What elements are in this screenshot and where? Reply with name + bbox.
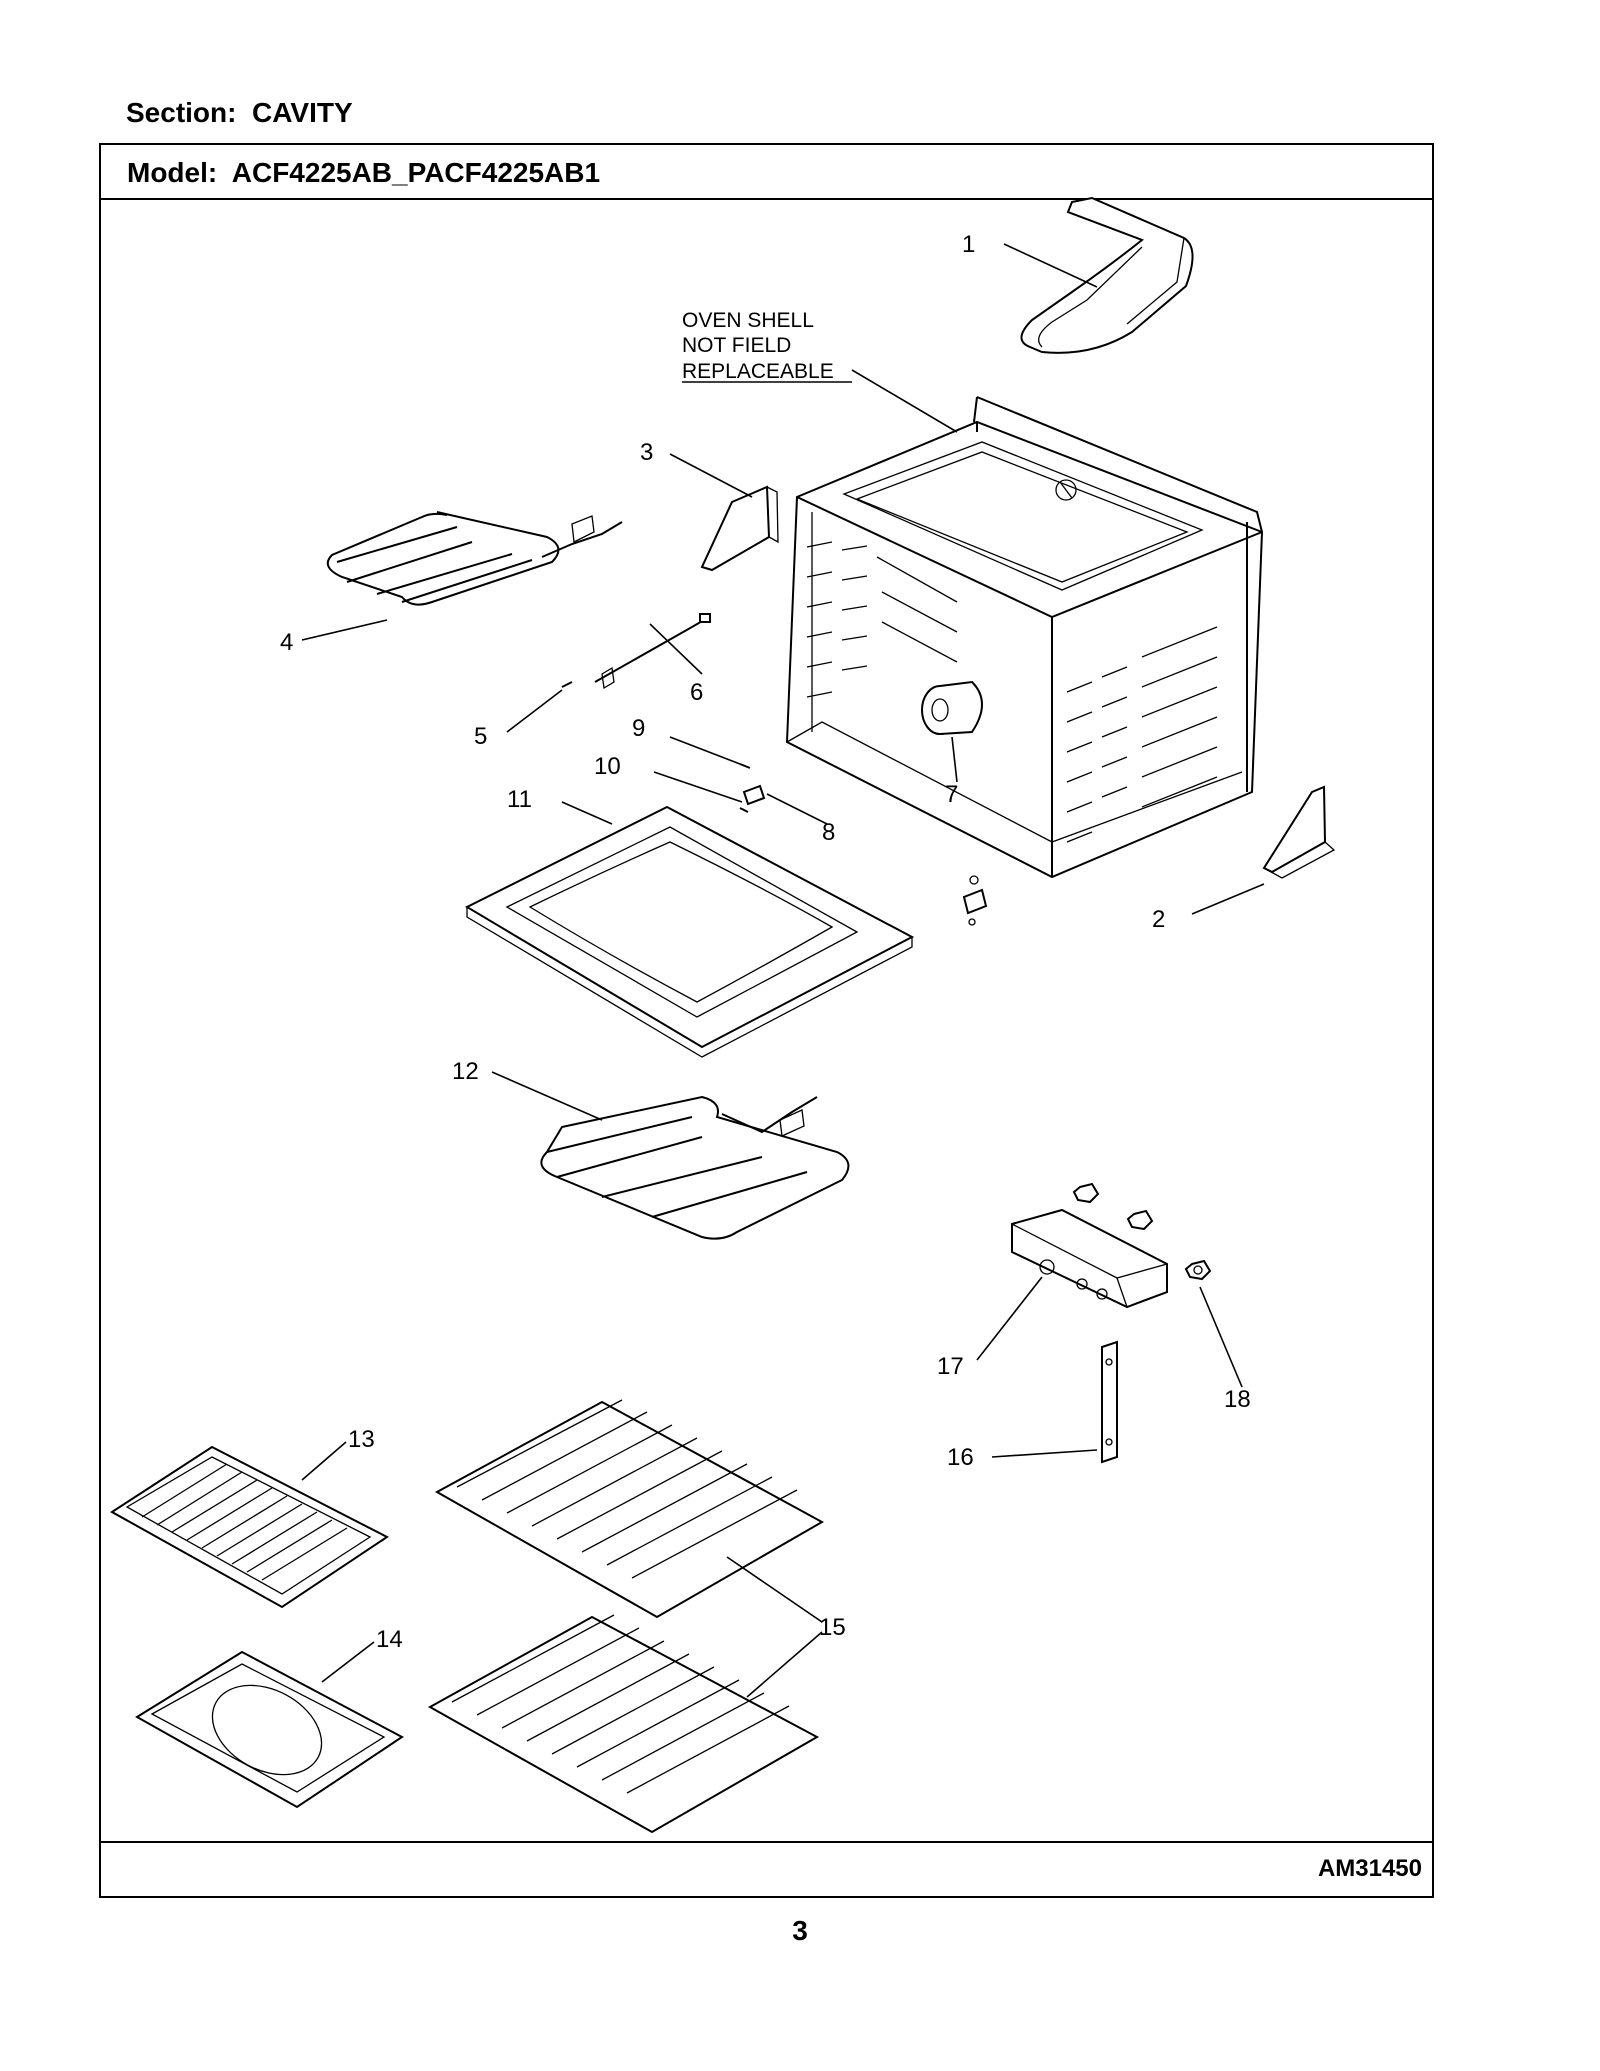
callout-5: 5	[474, 723, 487, 750]
part-15-oven-rack-upper	[434, 1399, 825, 1619]
note-line-1: OVEN SHELL	[682, 309, 814, 332]
note-line-3: REPLACEABLE	[682, 360, 834, 383]
part-15-oven-rack-lower	[427, 1614, 820, 1834]
part-3-bracket	[700, 485, 779, 572]
part-2-bracket	[1262, 785, 1336, 879]
callout-numbers: 1 2 3 4 5 6 7 8 9 10 11 12 13 14 15 16 1…	[280, 231, 1251, 1653]
callout-17: 17	[937, 1353, 964, 1380]
part-10-screw	[739, 807, 749, 813]
terminal-nuts	[1072, 1182, 1154, 1231]
callout-7: 7	[945, 781, 958, 808]
callout-2: 2	[1152, 906, 1165, 933]
part-17-terminal-block	[1011, 1208, 1168, 1309]
model-label: Model:	[127, 157, 218, 188]
callout-8: 8	[822, 819, 835, 846]
part-4-broil-element	[326, 511, 623, 606]
shell-left-slots	[806, 541, 958, 698]
section-title: Section: CAVITY	[126, 97, 353, 129]
page-number: 3	[792, 1915, 808, 1946]
note-line-2: NOT FIELD	[682, 334, 791, 357]
diagram-footer: AM31450	[101, 1841, 1432, 1896]
part-8-hinge-receptacle	[742, 784, 766, 806]
part-11-oven-bottom	[464, 805, 915, 1058]
lower-hinge-hardware	[962, 875, 988, 926]
callout-10: 10	[594, 753, 621, 780]
document-code: AM31450	[1317, 1855, 1422, 1882]
part-9-screw	[739, 763, 751, 769]
callout-12: 12	[452, 1058, 479, 1085]
part-14-broiler-pan	[135, 1650, 404, 1809]
callout-11: 11	[507, 786, 532, 813]
part-1-top-cover	[1020, 196, 1194, 354]
part-5-screw	[561, 681, 573, 688]
callout-14: 14	[376, 1626, 403, 1653]
callout-18: 18	[1224, 1386, 1251, 1413]
section-label: Section:	[126, 97, 237, 128]
model-header: Model: ACF4225AB_PACF4225AB1	[101, 145, 1432, 200]
callout-6: 6	[690, 679, 703, 706]
part-16-strap	[1101, 1340, 1118, 1464]
callout-9: 9	[632, 715, 645, 742]
callout-15: 15	[819, 1614, 846, 1641]
part-6-sensor	[594, 613, 711, 690]
leader-lines	[301, 243, 1265, 1698]
callout-13: 13	[348, 1426, 375, 1453]
callout-16: 16	[947, 1444, 974, 1471]
diagram-frame: Model: ACF4225AB_PACF4225AB1	[99, 143, 1434, 1898]
part-7-fan-motor	[921, 680, 983, 735]
callout-1: 1	[962, 231, 975, 258]
shell-right-slots	[1066, 626, 1218, 843]
oven-shell-note: OVEN SHELL NOT FIELD REPLACEABLE	[682, 309, 852, 383]
part-12-bake-element	[540, 1095, 850, 1240]
callout-3: 3	[640, 439, 653, 466]
part-13-broiler-grid	[110, 1445, 389, 1609]
exploded-parts-diagram: 1 2 3 4 5 6 7 8 9 10 11 12 13 14 15 16 1…	[110, 196, 1336, 1834]
section-value: CAVITY	[252, 97, 353, 128]
oven-shell	[785, 396, 1264, 879]
model-value: ACF4225AB_PACF4225AB1	[231, 157, 601, 188]
part-18-nut	[1184, 1259, 1212, 1281]
callout-4: 4	[280, 629, 293, 656]
model-title: Model: ACF4225AB_PACF4225AB1	[127, 157, 600, 189]
